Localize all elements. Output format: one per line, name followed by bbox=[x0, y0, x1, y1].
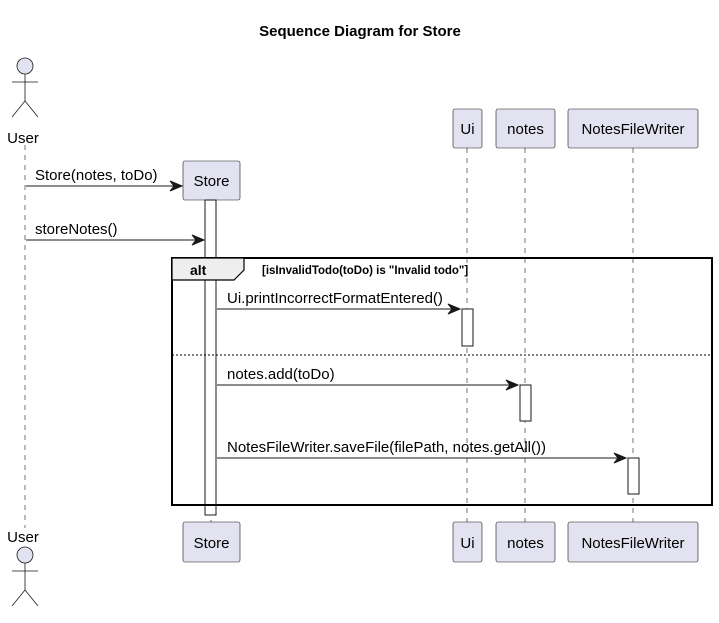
participant-label-notes: notes bbox=[507, 535, 544, 552]
actor-user-top: User bbox=[7, 57, 39, 147]
alt-tab bbox=[171, 257, 245, 281]
activation-ui bbox=[461, 308, 474, 347]
alt-guard: [isInvalidTodo(toDo) is "Invalid todo"] bbox=[262, 265, 468, 277]
message-label: Ui.printIncorrectFormatEntered() bbox=[227, 290, 443, 307]
participant-ui-bottom: Ui bbox=[452, 521, 483, 563]
message-savefile: NotesFileWriter.saveFile(filePath, notes… bbox=[217, 439, 628, 464]
message-label: Store(notes, toDo) bbox=[35, 167, 158, 184]
actor-user-bottom: User bbox=[7, 529, 39, 607]
arrowhead-icon bbox=[447, 303, 462, 315]
alt-keyword: alt bbox=[190, 262, 207, 278]
participant-label-store: Store bbox=[194, 535, 230, 552]
activation-notes bbox=[519, 384, 532, 422]
message-label: NotesFileWriter.saveFile(filePath, notes… bbox=[227, 439, 546, 456]
arrowhead-icon bbox=[169, 180, 184, 192]
participant-store-top: Store bbox=[182, 160, 241, 201]
participant-label-ui: Ui bbox=[460, 121, 474, 138]
participant-store-bottom: Store bbox=[182, 521, 241, 563]
arrowhead-icon bbox=[613, 452, 628, 464]
arrowhead-icon bbox=[191, 234, 206, 246]
participant-label-notesfilewriter: NotesFileWriter bbox=[581, 535, 684, 552]
participant-label-user: User bbox=[7, 130, 39, 147]
alt-frame: alt [isInvalidTodo(toDo) is "Invalid tod… bbox=[171, 257, 713, 506]
arrowhead-icon bbox=[505, 379, 520, 391]
activation-store bbox=[204, 199, 217, 516]
message-storenotes: storeNotes() bbox=[26, 221, 206, 246]
participant-label-store: Store bbox=[194, 173, 230, 190]
message-notes-add: notes.add(toDo) bbox=[217, 366, 520, 391]
activation-notesfilewriter bbox=[627, 457, 640, 495]
participant-notesfilewriter-top: NotesFileWriter bbox=[567, 108, 699, 149]
participant-label-ui: Ui bbox=[460, 535, 474, 552]
actor-head-icon bbox=[16, 57, 34, 75]
participant-notes-top: notes bbox=[495, 108, 556, 149]
participant-notes-bottom: notes bbox=[495, 521, 556, 563]
message-label: storeNotes() bbox=[35, 221, 118, 238]
participant-label-user: User bbox=[7, 529, 39, 546]
participant-label-notes: notes bbox=[507, 121, 544, 138]
actor-head-icon bbox=[16, 546, 34, 564]
participant-label-notesfilewriter: NotesFileWriter bbox=[581, 121, 684, 138]
message-label: notes.add(toDo) bbox=[227, 366, 335, 383]
participant-ui-top: Ui bbox=[452, 108, 483, 149]
participant-notesfilewriter-bottom: NotesFileWriter bbox=[567, 521, 699, 563]
diagram-title: Sequence Diagram for Store bbox=[259, 23, 461, 40]
message-store-constructor: Store(notes, toDo) bbox=[26, 167, 184, 192]
message-print-incorrect-format: Ui.printIncorrectFormatEntered() bbox=[217, 290, 462, 315]
